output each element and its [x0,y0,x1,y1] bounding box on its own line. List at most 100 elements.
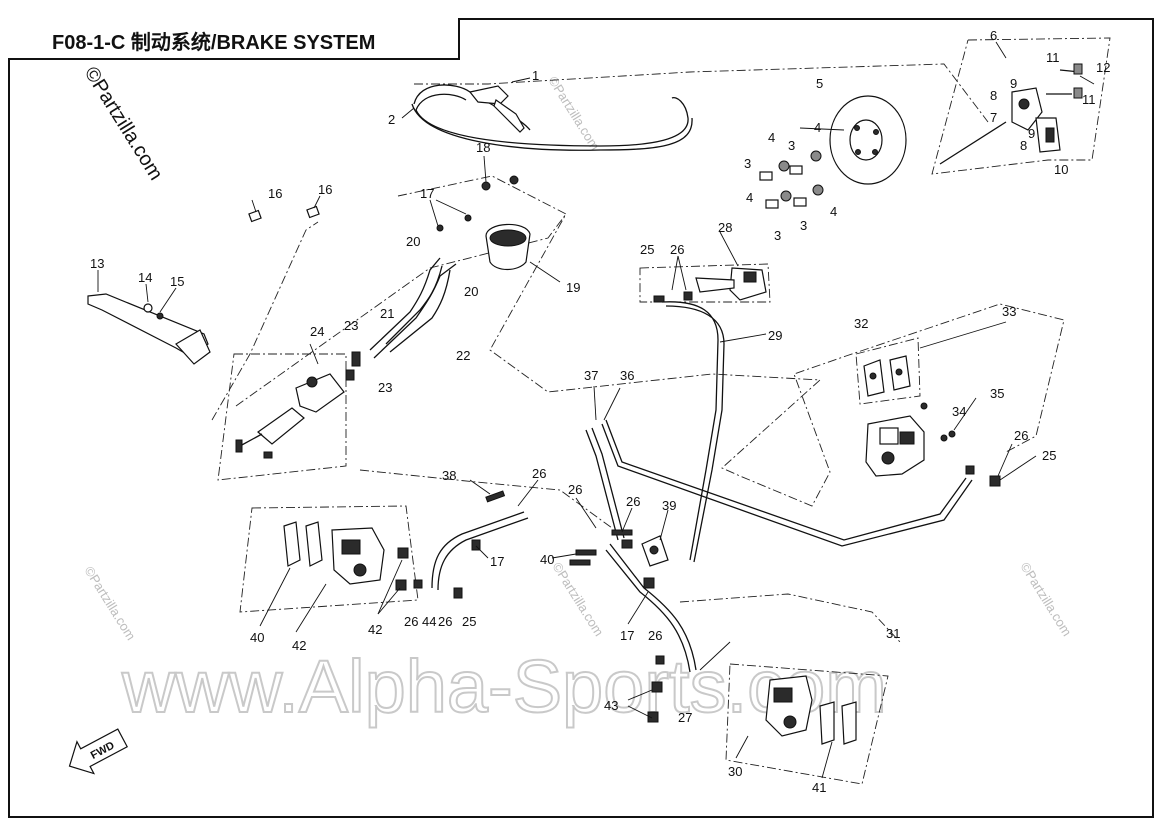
title-box: F08-1-C 制动系统/BRAKE SYSTEM [8,18,460,60]
watermark-small-1: ©Partzilla.com [545,74,602,153]
brake-lines [369,84,973,673]
callout-label: 3 [774,228,781,243]
callout-label: 8 [1020,138,1027,153]
callout-label: 3 [788,138,795,153]
outline-left-lever-assy [639,263,771,303]
callout-label: 4 [746,190,753,205]
bolt-16-right [306,205,320,219]
brake-fluid-reservoir [436,175,531,271]
callout-label: 3 [744,156,751,171]
left-lever-master [653,267,767,303]
outline-pedal-link [211,221,319,421]
callout-label: 17 [490,554,504,569]
copyright-mark: ©Partzilla.com [80,63,167,184]
callout-label: 44 [422,614,436,629]
outline-front-left-caliper [239,505,419,613]
line-handbrake-cable-c [415,96,689,147]
callout-label: 19 [566,280,580,295]
callout-label: 25 [462,614,476,629]
assembly-outlines [211,37,1111,785]
line-front-left-pipe-a [431,511,525,589]
outline-pad-set-rear [855,337,921,405]
watermark-text: www.Alpha-Sports.com [121,645,887,728]
callout-label: 17 [420,186,434,201]
callout-label: 4 [814,120,821,135]
callout-label: 15 [170,274,184,289]
callout-label: 34 [952,404,966,419]
outline-reservoir-link [235,213,567,407]
rear-brake-disc [799,95,907,185]
line-front-right-pipe-a [609,543,697,671]
callout-label: 20 [406,234,420,249]
bolt-16-left [248,209,262,223]
line-front-left-pipe-b [437,517,529,591]
line-reservoir-hose-c [385,265,443,345]
callout-label: 28 [718,220,732,235]
line-front-left-hose-a [661,301,719,561]
line-rear-main-a [601,423,973,547]
callout-labels: 1 2 3 3 3 3 4 4 4 4 5 6 7 8 8 9 9 10 11 … [90,28,1110,795]
brake-splitter-block [569,529,669,589]
front-left-caliper-assy [283,490,506,599]
callout-label: 26 [404,614,418,629]
callout-label: 4 [830,204,837,219]
callout-label: 25 [640,242,654,257]
callout-label: 33 [1002,304,1016,319]
callout-label: 16 [268,186,282,201]
callout-label: 9 [1010,76,1017,91]
front-right-caliper-assy [647,655,857,745]
callout-label: 40 [540,552,554,567]
line-handbrake-cable-b [415,93,467,111]
callout-label: 3 [800,218,807,233]
callout-label: 22 [456,348,470,363]
line-rear-main-b [605,419,967,541]
callout-label: 11 [1082,92,1096,107]
callout-label: 2 [388,112,395,127]
callout-label: 26 [670,242,684,257]
callout-label: 36 [620,368,634,383]
callout-label: 37 [584,368,598,383]
callout-label: 41 [812,780,826,795]
callout-label: 9 [1028,126,1035,141]
outline-handlebar [414,63,989,123]
callout-label: 35 [990,386,1004,401]
callout-label: 10 [1054,162,1068,177]
callout-label: 21 [380,306,394,321]
line-reservoir-hose-d [389,269,451,353]
callout-label: 40 [250,630,264,645]
line-handbrake-cable-d [411,103,693,151]
callout-label: 43 [604,698,618,713]
outline-front-left-link [359,469,613,529]
rear-brake-caliper [865,402,1001,487]
callout-label: 23 [378,380,392,395]
callout-label: 26 [1014,428,1028,443]
callout-label: 30 [728,764,742,779]
callout-label: 26 [626,494,640,509]
outline-front-right-caliper [725,663,889,785]
diagram-title: F08-1-C 制动系统/BRAKE SYSTEM [52,32,376,54]
callout-label: 13 [90,256,104,271]
outline-front-master-assy [931,37,1111,175]
callout-label: 18 [476,140,490,155]
callout-label: 26 [438,614,452,629]
handbrake-lever [468,85,525,133]
line-front-right-pipe-b [605,549,691,673]
callout-label: 42 [292,638,306,653]
callout-label: 8 [990,88,997,103]
line-front-left-hose-b [665,305,725,563]
callout-label: 20 [464,284,478,299]
line-reservoir-hose-a [369,257,441,351]
callout-label: 4 [768,130,775,145]
callout-label: 1 [532,68,539,83]
callout-label: 11 [1046,50,1060,65]
callout-label: 42 [368,622,382,637]
callout-label: 6 [990,28,997,43]
callout-label: 12 [1096,60,1110,75]
callout-label: 5 [816,76,823,91]
forward-direction-indicator: FWD [68,728,128,775]
rear-brake-pads [863,355,911,397]
callout-label: 26 [648,628,662,643]
parts: FWD [68,63,1083,775]
